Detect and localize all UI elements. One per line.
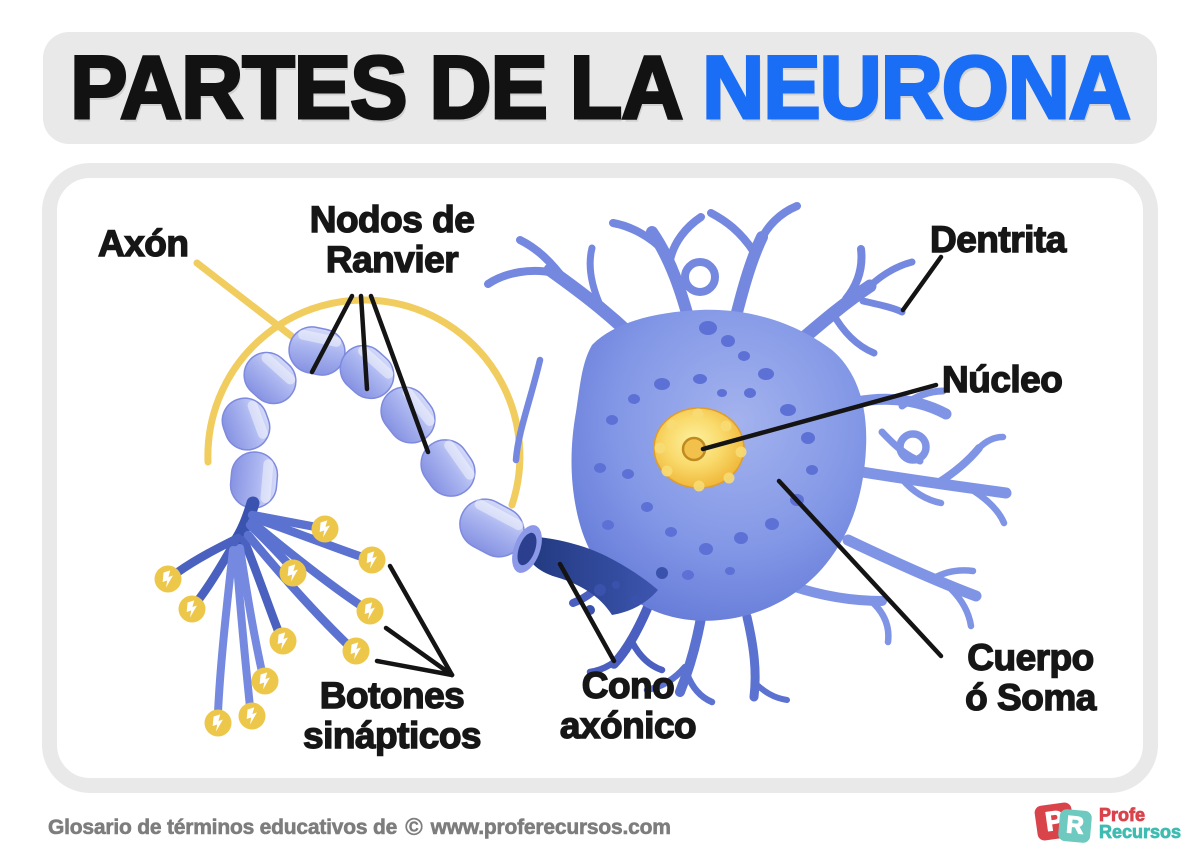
pointer-cuerpo	[776, 478, 944, 659]
lightning-icon	[252, 668, 279, 695]
label-nucleo: Núcleo	[941, 359, 1063, 400]
label-cono-axonico: Cono axónico	[559, 665, 697, 746]
title-banner: PARTES DE LA NEURONA	[43, 32, 1157, 144]
footer-url[interactable]: www.proferecursos.com	[430, 816, 671, 840]
nucleus	[653, 407, 747, 492]
lightning-icon	[359, 547, 386, 574]
footer-text: Glosario de términos educativos de	[48, 816, 398, 840]
label-axon: Axón	[97, 223, 189, 264]
label-cuerpo-o-soma: Cuerpo ó Soma	[964, 637, 1097, 718]
lightning-icon	[179, 596, 206, 623]
lightning-icon	[280, 560, 307, 587]
pointer-nucleo	[700, 382, 939, 452]
footer: Glosario de términos educativos de © www…	[48, 811, 672, 845]
lightning-icon	[312, 516, 339, 543]
pointer-dentrita	[900, 254, 944, 313]
label-botones-sinapticos: Botones sinápticos	[302, 675, 482, 756]
lightning-icon	[270, 628, 297, 655]
lightning-icon	[205, 710, 232, 737]
label-dentrita: Dentrita	[929, 219, 1067, 260]
copyright-icon: ©	[405, 814, 423, 841]
page-title-blue: NEURONA	[701, 36, 1133, 139]
pointer-botones-1	[387, 563, 455, 678]
pointer-botones-3	[374, 658, 455, 678]
axon-arc	[193, 259, 524, 509]
pointer-cono	[557, 561, 617, 664]
lightning-icon	[239, 703, 266, 730]
pointer-lines	[309, 254, 944, 678]
diagram-panel	[42, 163, 1158, 793]
lightning-icon	[155, 566, 182, 593]
lightning-icon	[357, 598, 384, 625]
lightning-icon	[343, 638, 370, 665]
axon-hillock	[525, 536, 668, 615]
page-title: PARTES DE LA NEURONA	[69, 36, 1133, 140]
pointer-nodos-1	[309, 293, 355, 375]
pointer-nodos-2	[358, 293, 370, 392]
page-title-black: PARTES DE LA	[69, 36, 703, 139]
pointer-nodos-3	[368, 293, 431, 455]
label-nodos-de-ranvier: Nodos de Ranvier	[309, 199, 475, 280]
pointer-botones-2	[383, 625, 455, 678]
logo-tile-r: R	[1057, 808, 1093, 844]
soma-spots	[594, 321, 818, 580]
logo-name: Profe Recursos	[1099, 805, 1182, 843]
profe-recursos-logo[interactable]: P R Profe Recursos	[1033, 799, 1186, 847]
